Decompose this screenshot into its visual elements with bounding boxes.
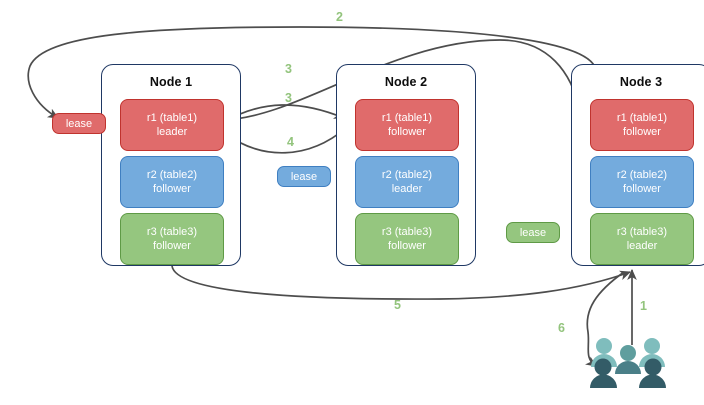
arrow-step-3a [223, 104, 346, 123]
arrow-step-4 [225, 127, 347, 154]
replica-node3-r2[interactable]: r2 (table2) follower [590, 156, 694, 208]
step-label-3a: 3 [285, 91, 292, 105]
step-label-3b: 3 [285, 62, 292, 76]
replica-name: r2 (table2) [146, 169, 198, 181]
replica-name: r1 (table1) [146, 112, 198, 124]
replica-name: r1 (table1) [616, 112, 668, 124]
node-container-node2[interactable]: Node 2 r1 (table1) follower r2 (table2) … [336, 64, 476, 266]
replica-role: follower [388, 126, 426, 138]
step-label-6: 6 [558, 321, 565, 335]
replica-role: leader [391, 183, 423, 195]
replica-role: follower [623, 183, 661, 195]
node-title: Node 1 [149, 75, 193, 89]
replica-name: r1 (table1) [381, 112, 433, 124]
replica-node3-r1[interactable]: r1 (table1) follower [590, 99, 694, 151]
replica-node1-r1[interactable]: r1 (table1) leader [120, 99, 224, 151]
replica-node2-r2[interactable]: r2 (table2) leader [355, 156, 459, 208]
step-label-1: 1 [640, 299, 647, 313]
replica-role: leader [156, 126, 188, 138]
replica-role: follower [388, 240, 426, 252]
replica-role: follower [153, 240, 191, 252]
node-container-node1[interactable]: Node 1 r1 (table1) leader r2 (table2) fo… [101, 64, 241, 266]
lease-badge-r1[interactable]: lease [52, 113, 106, 134]
replica-node1-r3[interactable]: r3 (table3) follower [120, 213, 224, 265]
replica-node1-r2[interactable]: r2 (table2) follower [120, 156, 224, 208]
replica-name: r2 (table2) [616, 169, 668, 181]
lease-badge-r3[interactable]: lease [506, 222, 560, 243]
step-label-4: 4 [287, 135, 294, 149]
replica-name: r2 (table2) [381, 169, 433, 181]
replica-name: r3 (table3) [616, 226, 668, 238]
node-title: Node 2 [384, 75, 428, 89]
replica-role: follower [153, 183, 191, 195]
lease-badge-r2[interactable]: lease [277, 166, 331, 187]
replica-role: follower [623, 126, 661, 138]
users-icon[interactable] [590, 336, 666, 388]
replica-name: r3 (table3) [381, 226, 433, 238]
arrow-step-5 [171, 265, 632, 300]
node-title: Node 3 [619, 75, 663, 89]
replica-node3-r3[interactable]: r3 (table3) leader [590, 213, 694, 265]
node-container-node3[interactable]: Node 3 r1 (table1) follower r2 (table2) … [571, 64, 704, 266]
replica-role: leader [626, 240, 658, 252]
step-label-5: 5 [394, 298, 401, 312]
replica-node2-r1[interactable]: r1 (table1) follower [355, 99, 459, 151]
step-label-2: 2 [336, 10, 343, 24]
replica-node2-r3[interactable]: r3 (table3) follower [355, 213, 459, 265]
replica-name: r3 (table3) [146, 226, 198, 238]
